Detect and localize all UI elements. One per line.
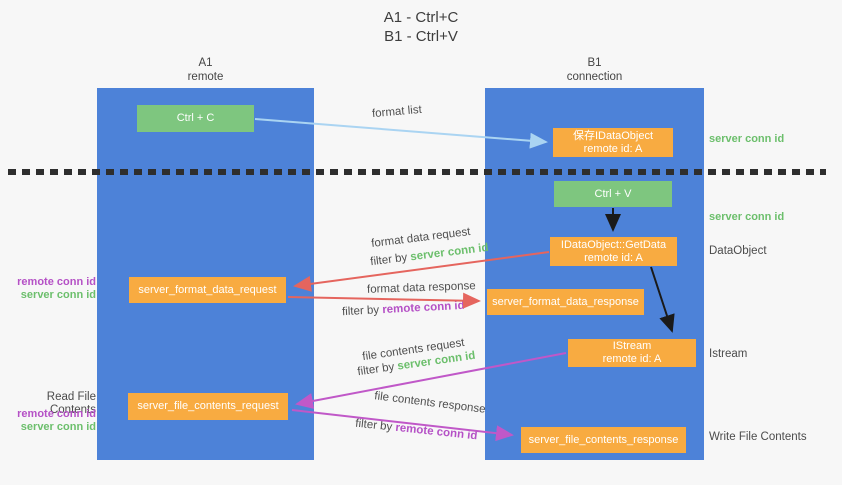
node-server-file-contents-response: server_file_contents_response [521,427,686,453]
node-istream-line2: remote id: A [602,353,662,365]
node-ctrl-v: Ctrl + V [554,181,672,207]
edge-label-file-contents-response: file contents response [373,390,487,416]
column-a1-subtitle: remote [187,71,224,83]
node-server-format-data-request: server_format_data_request [129,277,286,303]
dashed-divider [8,169,826,175]
column-b1-subtitle: connection [566,71,623,83]
left-label-remote-conn-id-1: remote conn id [17,276,96,288]
right-label-istream: Istream [709,348,748,360]
node-ctrl-v-label: Ctrl + V [594,187,632,200]
left-label-remote-conn-id-2: remote conn id [17,408,96,420]
edge-label-format-list: format list [371,103,423,121]
node-ctrl-c-label: Ctrl + C [176,112,215,124]
edge-label-filter-remote-conn-1: filter by remote conn id [342,300,465,318]
node-server-file-contents-response-label: server_file_contents_response [528,433,679,446]
node-idataobject-getdata-line2: remote id: A [584,251,643,264]
node-server-file-contents-request: server_file_contents_request [128,393,288,420]
node-server-format-data-response: server_format_data_response [487,289,644,315]
column-a1-name: A1 [198,57,213,69]
column-header-a1: A1 remote [97,56,314,84]
filter-by-text: filter by [356,360,399,379]
filter-by-text: filter by [341,304,383,319]
remote-conn-id-text: remote conn id [381,299,465,317]
filter-by-text: filter by [369,251,412,269]
node-istream-line1: IStream [612,340,652,352]
column-header-b1: B1 connection [485,56,704,84]
left-label-server-conn-id-1: server conn id [20,289,96,301]
edge-label-format-data-response: format data response [366,280,476,296]
server-conn-id-text: server conn id [409,241,490,264]
left-label-read-file-contents: Read File Contents [46,391,96,416]
node-istream: IStream remote id: A [568,339,696,367]
node-save-idataobject: 保存IDataObject remote id: A [553,128,673,157]
node-idataobject-getdata: IDataObject::GetData remote id: A [550,237,677,266]
node-save-idataobject-line2: remote id: A [583,142,643,155]
node-server-file-contents-request-label: server_file_contents_request [137,400,279,412]
right-label-server-conn-id-2: server conn id [709,211,785,223]
node-server-format-data-request-label: server_format_data_request [138,283,277,296]
column-b1-name: B1 [587,57,602,69]
right-label-write-file-contents: Write File Contents [709,431,807,443]
filter-by-text: filter by [354,417,397,434]
node-ctrl-c: Ctrl + C [137,105,254,132]
remote-conn-id-text: remote conn id [394,421,478,443]
left-label-server-conn-id-2: server conn id [20,421,96,433]
title-line-2: B1 - Ctrl+V [384,28,458,45]
edge-label-filter-remote-conn-2: filter by remote conn id [355,418,478,443]
node-save-idataobject-line1: 保存IDataObject [572,129,654,142]
right-label-dataobject: DataObject [709,245,767,257]
right-label-server-conn-id-1: server conn id [709,133,785,145]
title-line-1: A1 - Ctrl+C [383,9,459,26]
node-idataobject-getdata-line1: IDataObject::GetData [560,238,667,251]
node-server-format-data-response-label: server_format_data_response [492,295,639,308]
